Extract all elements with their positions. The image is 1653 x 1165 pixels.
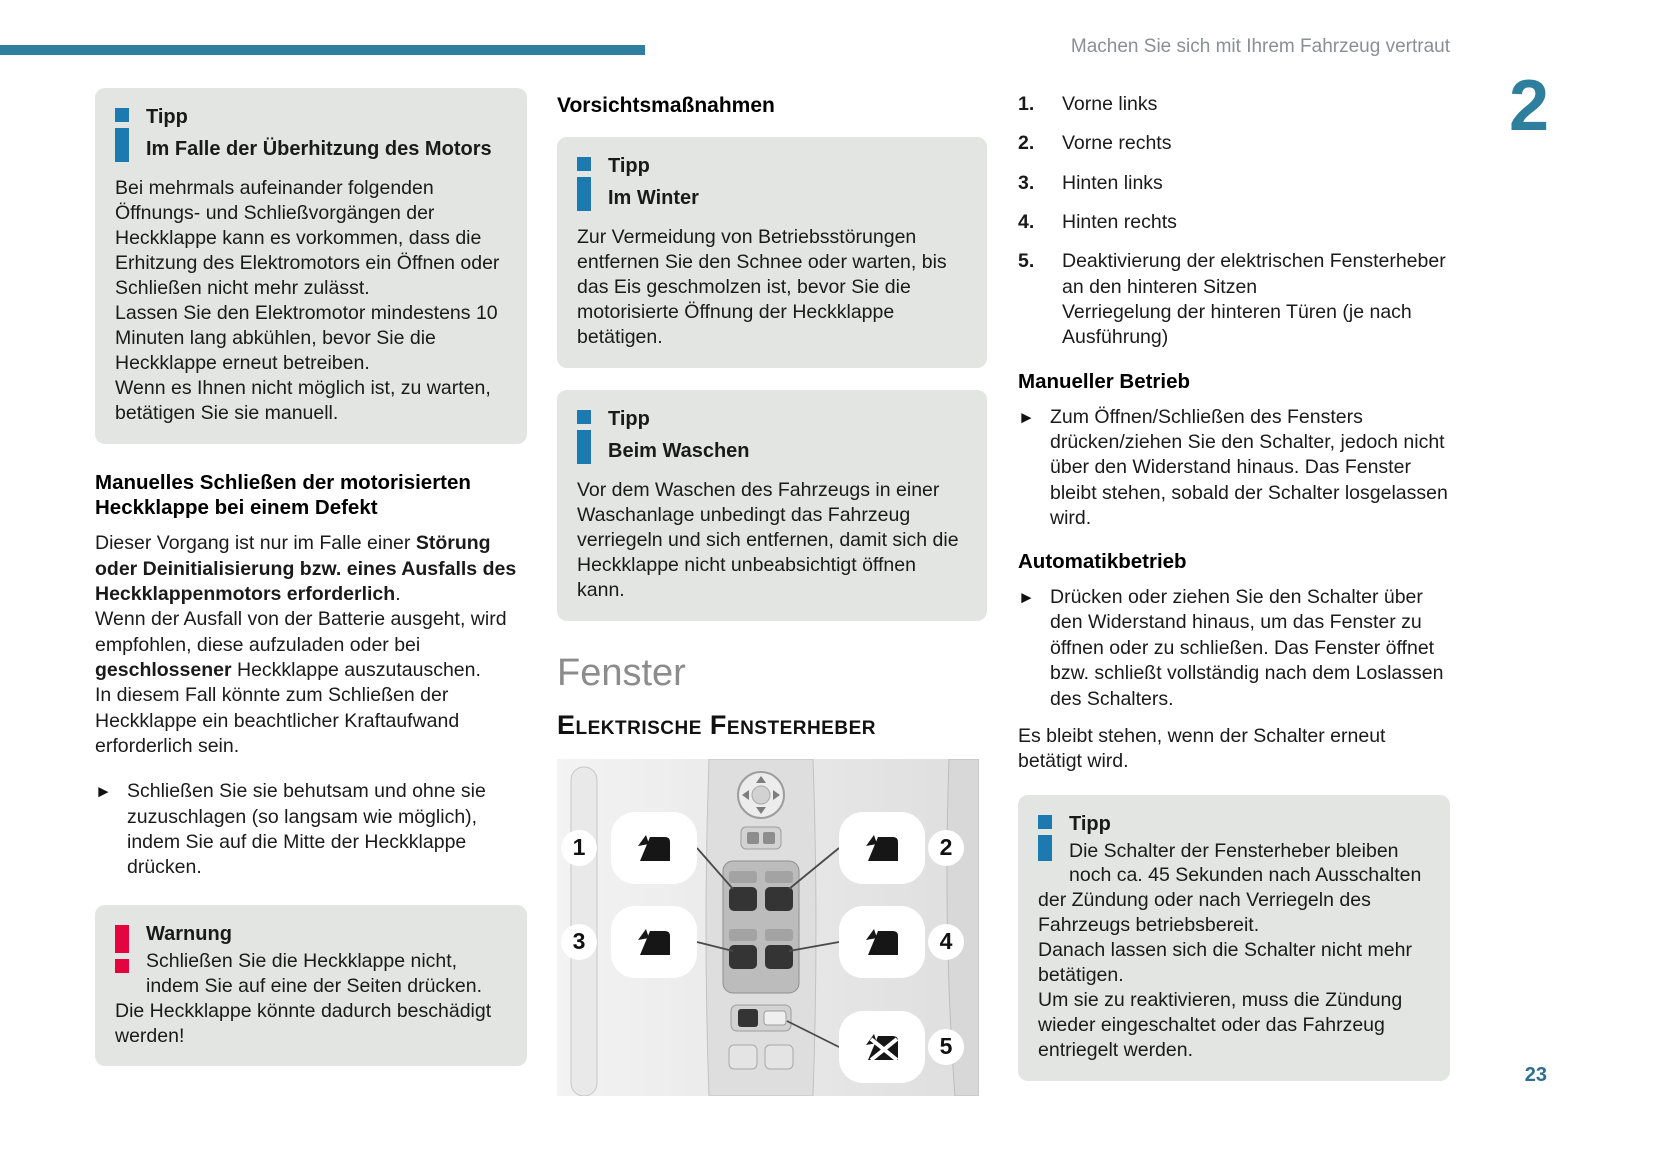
- running-header: Machen Sie sich mit Ihrem Fahrzeug vertr…: [1070, 36, 1450, 57]
- figure-callout-3: 3: [561, 924, 597, 961]
- list-text: Hinten rechts: [1062, 211, 1177, 234]
- text-segment-bold: Störung oder Deinitialisierung bzw. eine…: [95, 532, 517, 605]
- section-heading-precautions: Vorsichtsmaßnahmen: [557, 94, 775, 117]
- tip-heading: Beim Waschen: [608, 440, 750, 463]
- tip-label: Tipp: [1069, 812, 1111, 835]
- arrow-bullet-icon: ►: [1018, 407, 1035, 427]
- info-icon: [1038, 814, 1053, 867]
- right-column: 1. Vorne links 2. Vorne rechts 3. Hinten…: [1018, 92, 1450, 1082]
- arrow-bullet-icon: ►: [95, 782, 112, 802]
- bullet-item-close-gently: ► Schließen Sie sie behutsam und ohne si…: [95, 779, 527, 880]
- list-number: 1.: [1018, 93, 1035, 115]
- list-number: 5.: [1018, 250, 1035, 273]
- text-segment: . Wenn der Ausfall von der Batterie ausg…: [95, 582, 507, 656]
- list-item: 3. Hinten links: [1018, 171, 1450, 196]
- list-item: 2. Vorne rechts: [1018, 131, 1450, 156]
- list-number: 2.: [1018, 132, 1035, 155]
- tip-label: Tipp: [608, 408, 650, 431]
- list-number: 3.: [1018, 171, 1035, 194]
- tip-box-window-switch-timeout: Tipp Die Schalter der Fensterheber bleib…: [1018, 794, 1450, 1082]
- warning-icon: [115, 924, 130, 977]
- info-icon: [577, 410, 592, 476]
- warning-label: Warnung: [146, 922, 232, 945]
- text-segment-bold: geschlossener: [95, 658, 232, 681]
- list-item: 1. Vorne links: [1018, 92, 1450, 117]
- tip-box-washing: Tipp Beim Waschen Vor dem Waschen des Fa…: [557, 390, 987, 621]
- list-text: Deaktivierung der elektrischen Fensterhe…: [1062, 250, 1446, 349]
- figure-callout-5: 5: [928, 1029, 964, 1066]
- header-accent-bar: [0, 45, 645, 55]
- section-heading-manual-closing: Manuelles Schließen der motorisierten He…: [95, 470, 471, 520]
- list-text: Vorne rechts: [1062, 132, 1172, 155]
- tip-body: Die Schalter der Fensterheber bleiben no…: [1038, 839, 1422, 1062]
- arrow-bullet-icon: ►: [1018, 588, 1035, 608]
- list-text: Hinten links: [1062, 171, 1163, 194]
- tip-body: Bei mehrmals aufeinander folgenden Öffnu…: [115, 177, 500, 424]
- tip-box-motor-overheating: Tipp Im Falle der Überhitzung des Motors…: [95, 88, 527, 444]
- window-switches-figure: 1 2 3 4 5: [557, 758, 980, 1097]
- door-panel-illustration: [557, 758, 980, 1097]
- page-number: 23: [1524, 1064, 1547, 1086]
- info-icon: [115, 108, 130, 174]
- bullet-text: Zum Öffnen/Schließen des Fensters drücke…: [1050, 405, 1448, 529]
- bullet-text: Schließen Sie sie behutsam und ohne sie …: [127, 780, 486, 879]
- tip-label: Tipp: [146, 106, 188, 128]
- tip-label: Tipp: [608, 155, 650, 178]
- figure-callout-2: 2: [928, 830, 964, 867]
- paragraph-manual-closing: Dieser Vorgang ist nur im Falle einer St…: [95, 531, 527, 759]
- switch-legend-list: 1. Vorne links 2. Vorne rechts 3. Hinten…: [1018, 92, 1450, 351]
- info-icon: [577, 157, 592, 223]
- list-text: Vorne links: [1062, 93, 1158, 115]
- bullet-item-auto-mode: ► Drücken oder ziehen Sie den Schalter ü…: [1018, 585, 1450, 712]
- tip-heading: Im Falle der Überhitzung des Motors: [146, 138, 492, 160]
- text-segment: Dieser Vorgang ist nur im Falle einer: [95, 532, 416, 555]
- list-item: 5. Deaktivierung der elektrischen Fenste…: [1018, 249, 1450, 350]
- bullet-text: Drücken oder ziehen Sie den Schalter übe…: [1050, 586, 1444, 710]
- paragraph-stops-again: Es bleibt stehen, wenn der Schalter erne…: [1018, 724, 1386, 773]
- warning-text: Schließen Sie die Heckklappe nicht, inde…: [115, 949, 492, 1047]
- list-number: 4.: [1018, 211, 1035, 234]
- tip-body: Vor dem Waschen des Fahrzeugs in einer W…: [577, 479, 959, 601]
- tip-body: Zur Vermeidung von Betriebsstörungen ent…: [577, 226, 947, 349]
- tip-box-winter: Tipp Im Winter Zur Vermeidung von Betrie…: [557, 137, 987, 369]
- chapter-number: 2: [1508, 66, 1549, 146]
- left-column: Tipp Im Falle der Überhitzung des Motors…: [95, 88, 527, 1067]
- text-segment: Heckklappe auszutauschen. In diesem Fall…: [95, 658, 481, 757]
- section-heading-manual-mode: Manueller Betrieb: [1018, 369, 1191, 393]
- warning-box: Warnung Schließen Sie die Heckklappe nic…: [95, 904, 527, 1067]
- tip-heading: Im Winter: [608, 187, 699, 210]
- section-heading-auto-mode: Automatikbetrieb: [1018, 550, 1187, 574]
- middle-column: Vorsichtsmaßnahmen Tipp Im Winter Zur Ve…: [557, 88, 987, 1097]
- figure-callout-1: 1: [561, 830, 597, 867]
- section-heading-power-windows: Elektrische Fensterheber: [557, 710, 876, 741]
- chapter-heading-fenster: Fenster: [557, 651, 686, 694]
- list-item: 4. Hinten rechts: [1018, 210, 1450, 235]
- bullet-item-manual-mode: ► Zum Öffnen/Schließen des Fensters drüc…: [1018, 405, 1450, 532]
- figure-callout-4: 4: [928, 924, 964, 961]
